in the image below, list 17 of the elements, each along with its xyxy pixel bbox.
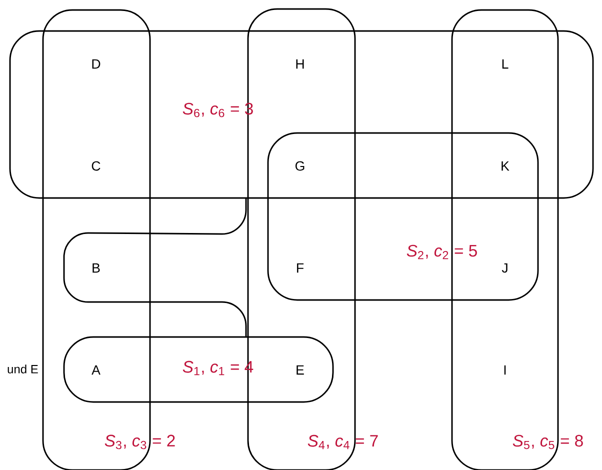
element-label: F [297,263,304,273]
node-label: = 8 [560,434,583,447]
element-label: K [502,161,510,171]
element-label: G [296,161,304,171]
element-label: I [504,365,506,375]
element-label: A [92,365,100,375]
node-label: = 2 [152,434,175,446]
element-label: D [92,59,100,69]
node-label: = 7 [356,435,378,447]
element-label: C [92,161,100,171]
element-label: L [502,59,508,69]
element-label: B [92,263,100,273]
element-label: E [296,365,304,375]
element-label: J [502,263,508,273]
element-label: und E [8,364,38,374]
set-outline [63,198,247,337]
element-label: H [296,59,304,69]
